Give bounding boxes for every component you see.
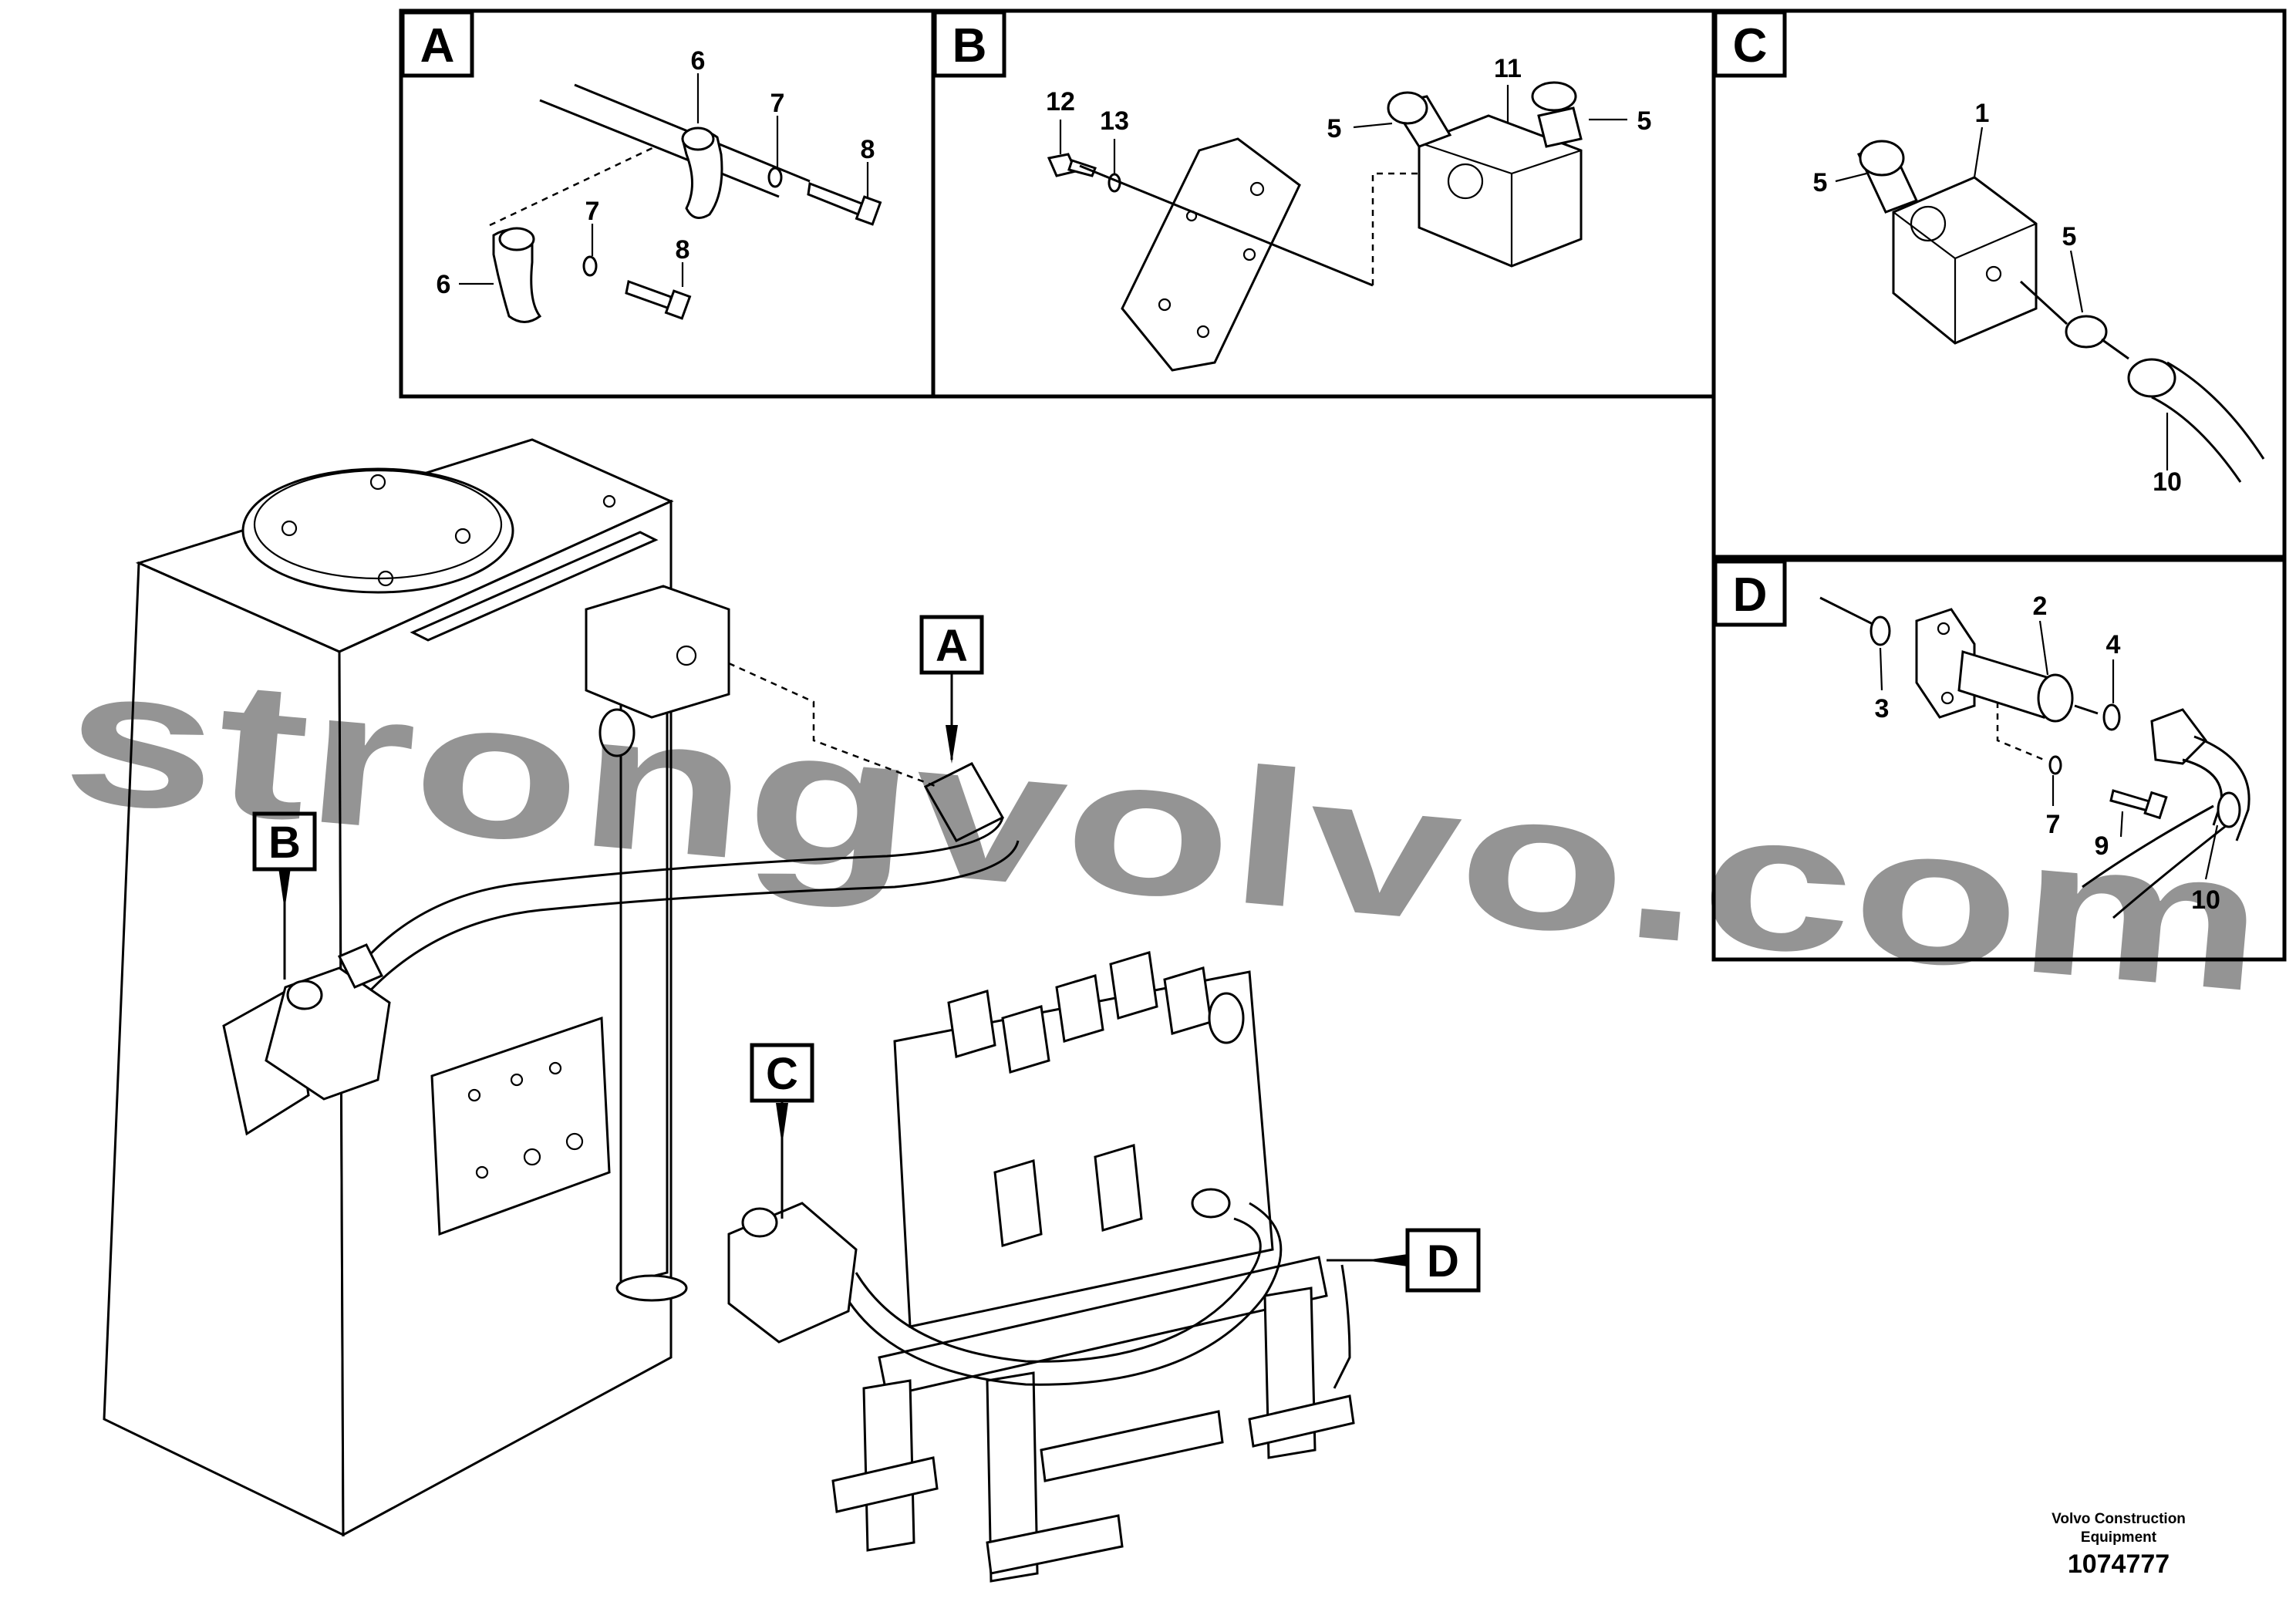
tank-side-panel [430, 1016, 611, 1236]
detail-b-block-assembly: 12 13 11 5 5 [1046, 54, 1652, 372]
washer-13 [1108, 173, 1121, 193]
clamp-boss-lower [498, 227, 535, 251]
screw-8-upper-head [855, 195, 882, 226]
label-b-5-right: 5 [1637, 106, 1652, 136]
detail-letter-d: D [1733, 568, 1768, 622]
stand-foot-3 [1248, 1394, 1355, 1448]
label-a-8-top: 8 [861, 135, 875, 164]
label-a-6-bottom: 6 [437, 270, 451, 299]
label-d-9: 9 [2095, 831, 2109, 861]
label-a-7-bottom: 7 [585, 197, 600, 226]
label-d-2: 2 [2033, 592, 2048, 621]
fitting-5-right [1537, 106, 1583, 148]
main-hose-c-d [727, 1188, 1351, 1389]
label-d-4: 4 [2106, 630, 2121, 659]
screw-8-upper [807, 181, 865, 218]
bolt-12-shank [1067, 159, 1097, 177]
label-b-11: 11 [1494, 54, 1522, 83]
tank-bracket [410, 531, 659, 642]
label-d-3: 3 [1875, 694, 1890, 723]
main-block-b [222, 943, 391, 1136]
footer-brand-line1: Volvo Construction [2052, 1511, 2186, 1527]
tank-pipe-collar [615, 1274, 688, 1302]
tank-front-face [338, 499, 673, 1537]
main-fitting-c [741, 1207, 778, 1238]
mounting-plate [1121, 137, 1301, 372]
detail-frame-b [931, 8, 1716, 399]
detail-tag-d [1713, 559, 1787, 627]
o-ring-3 [1870, 615, 1891, 646]
detail-tag-c [1713, 10, 1787, 78]
fitting-2 [2037, 673, 2074, 723]
label-c-5-right: 5 [2062, 222, 2077, 251]
hose-band-d [2217, 791, 2241, 828]
stand-cross-member [1040, 1410, 1224, 1482]
label-a-7-top: 7 [770, 89, 785, 118]
fitting-5-right-hex [1531, 81, 1577, 112]
detail-a-clamp-assembly: 6 7 8 7 8 6 [437, 46, 882, 323]
clamp-a-main [923, 762, 1005, 842]
main-block-c [727, 1202, 858, 1344]
tank-cover [241, 467, 514, 594]
block-11 [1418, 114, 1583, 268]
callout-a: A [936, 621, 968, 671]
control-valve-assembly [831, 951, 1355, 1583]
screw-9-head [2143, 791, 2168, 820]
main-fitting-b2 [337, 943, 384, 989]
main-callouts: A B C D [252, 615, 1481, 1293]
o-ring-4 [2102, 703, 2121, 731]
stand-leg-2 [986, 1371, 1039, 1583]
hydraulic-tank [103, 438, 730, 1537]
label-a-6-top: 6 [691, 46, 706, 76]
label-c-10: 10 [2153, 467, 2182, 497]
label-a-8-bottom: 8 [676, 235, 690, 265]
fitting-5-left-hex [1387, 91, 1428, 125]
main-fitting-b [286, 980, 323, 1010]
label-d-7: 7 [2046, 810, 2061, 839]
label-b-5-left: 5 [1327, 114, 1342, 143]
fitting-5-c-right [2065, 315, 2108, 349]
washer-7-lower [582, 255, 598, 277]
detail-d-flange-hose: 2 4 3 7 9 10 [1819, 592, 2250, 919]
detail-tag-b [932, 10, 1006, 78]
stand-foot-2 [986, 1514, 1124, 1575]
stand-foot-1 [831, 1456, 939, 1513]
stand-top-frame [878, 1256, 1328, 1398]
drawing-number: 1074777 [2067, 1549, 2170, 1579]
main-fitting-d [1191, 1188, 1231, 1219]
tank-block [585, 585, 730, 719]
label-b-12: 12 [1046, 87, 1075, 116]
drawing-footer: Volvo Construction Equipment 1074777 [2003, 1510, 2234, 1581]
tank-fitting [598, 708, 636, 757]
detail-tag-a [400, 10, 474, 78]
screw-8-lower-head [664, 289, 692, 320]
callout-c: C [766, 1049, 798, 1099]
detail-frame-c [1711, 8, 2287, 559]
label-d-10: 10 [2191, 885, 2220, 915]
detail-frames: A B C D [399, 8, 2287, 962]
callout-b: B [268, 818, 301, 868]
label-c-5-left: 5 [1813, 168, 1828, 197]
detail-c-block-hose: 1 5 5 10 [1813, 99, 2265, 497]
fitting-5-c-left-hex [1859, 140, 1905, 177]
label-c-1: 1 [1975, 99, 1990, 128]
washer-7-d [2048, 755, 2062, 775]
footer-brand-line2: Equipment [2080, 1529, 2157, 1546]
callout-d: D [1427, 1236, 1459, 1286]
hose-nut-d [2150, 708, 2207, 765]
detail-frame-d [1711, 558, 2287, 962]
detail-letter-c: C [1733, 19, 1768, 73]
screw-8-lower [625, 279, 673, 311]
main-hose-a-b [353, 662, 1020, 1000]
clamp-boss-upper [681, 126, 715, 151]
detail-letter-b: B [952, 19, 987, 73]
washer-7-upper [767, 167, 783, 188]
hose-nut-c [2127, 358, 2176, 398]
label-b-13: 13 [1100, 106, 1129, 136]
tube-2 [1957, 650, 2053, 719]
detail-letter-a: A [420, 19, 455, 73]
